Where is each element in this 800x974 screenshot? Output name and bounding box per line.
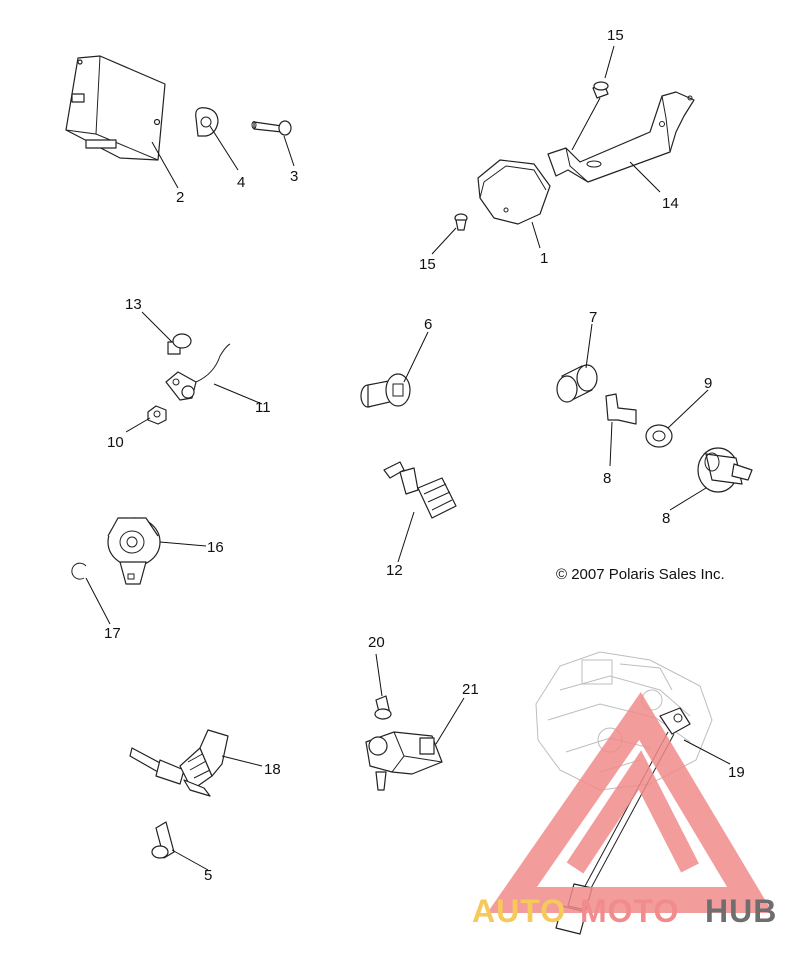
part-4-cable-clamp xyxy=(195,107,219,137)
callout-14: 14 xyxy=(662,195,679,212)
callout-12: 12 xyxy=(386,562,403,579)
callout-6: 6 xyxy=(424,316,432,333)
callout-15-top: 15 xyxy=(607,27,624,44)
part-8-switch-lower xyxy=(697,447,753,493)
callout-15-bottom: 15 xyxy=(419,256,436,273)
callout-21: 21 xyxy=(462,681,479,698)
part-6-plug xyxy=(360,373,411,408)
callout-5: 5 xyxy=(204,867,212,884)
callout-8-upper: 8 xyxy=(603,470,611,487)
callout-19: 19 xyxy=(728,764,745,781)
part-5-pin xyxy=(151,821,175,859)
part-11-sensor xyxy=(165,343,231,401)
part-12-temp-sender xyxy=(383,461,457,519)
callout-2: 2 xyxy=(176,189,184,206)
part-17-clip xyxy=(71,562,87,580)
callout-1: 1 xyxy=(540,250,548,267)
callout-9: 9 xyxy=(704,375,712,392)
part-13-bolt xyxy=(167,333,192,355)
part-7-socket xyxy=(556,364,598,403)
part-15-fastener-bottom xyxy=(454,213,468,231)
callout-13: 13 xyxy=(125,296,142,313)
callout-10: 10 xyxy=(107,434,124,451)
part-2-ecu-module xyxy=(65,55,166,161)
copyright-notice: © 2007 Polaris Sales Inc. xyxy=(556,566,725,583)
part-14-bracket xyxy=(547,91,695,183)
callout-8-lower: 8 xyxy=(662,510,670,527)
part-18-speed-sensor xyxy=(129,729,229,797)
callout-3: 3 xyxy=(290,168,298,185)
watermark-word-hub: HUB xyxy=(705,893,777,929)
callout-17: 17 xyxy=(104,625,121,642)
leader-lines xyxy=(85,45,731,871)
part-9-washer xyxy=(645,424,673,448)
callout-7: 7 xyxy=(589,309,597,326)
callout-4: 4 xyxy=(237,174,245,191)
part-1-module-cover xyxy=(477,159,551,225)
watermark-wordmark: AUTO MOTO HUB xyxy=(472,893,777,929)
watermark-triangle xyxy=(487,692,773,913)
callout-labels: 2 4 3 15 14 1 15 13 6 7 9 11 10 8 8 16 1… xyxy=(104,27,745,884)
watermark-word-auto: AUTO xyxy=(472,893,566,929)
watermark-word-moto: MOTO xyxy=(580,893,679,929)
watermark-logo xyxy=(487,692,773,913)
callout-20: 20 xyxy=(368,634,385,651)
callout-18: 18 xyxy=(264,761,281,778)
part-20-bolt xyxy=(374,695,392,720)
watermark-inner-chevron xyxy=(566,750,699,874)
part-21-map-sensor xyxy=(365,731,443,791)
part-8-terminal-upper xyxy=(605,393,637,425)
part-3-screw xyxy=(251,120,292,136)
part-10-nut xyxy=(147,405,167,425)
callout-16: 16 xyxy=(207,539,224,556)
part-16-knock-sensor xyxy=(107,517,161,585)
callout-11: 11 xyxy=(255,399,271,416)
part-15-fastener-top xyxy=(592,81,609,99)
